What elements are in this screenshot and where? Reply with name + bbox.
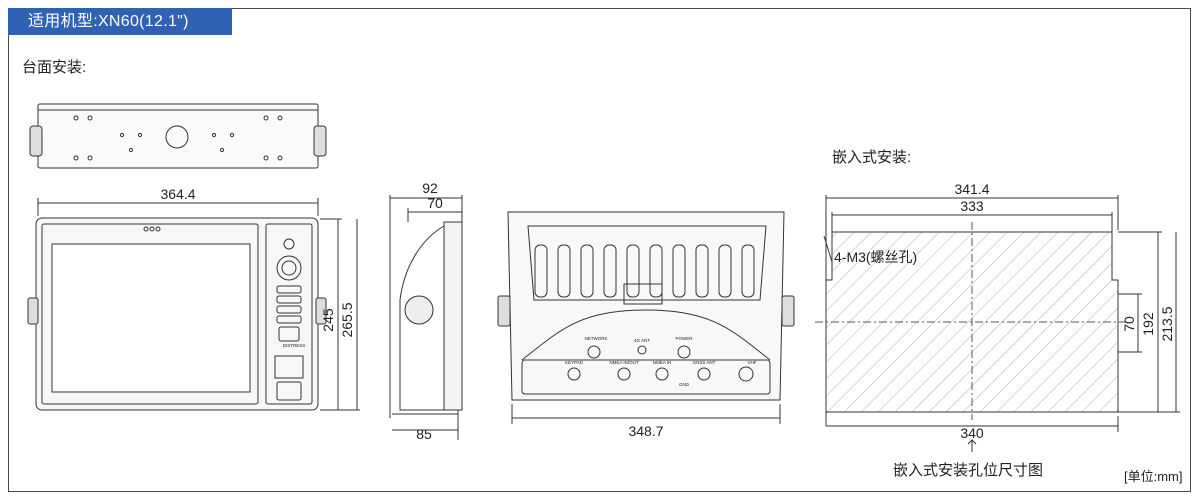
dim-front-height-inner: 245 [320,308,336,332]
top-view [29,103,327,169]
cutout-caption: 嵌入式安装孔位尺寸图 [893,462,1044,479]
port-network: NETWORK [585,336,608,341]
port-4g-ant: 4G ANT [634,338,650,343]
rear-view [497,211,795,424]
side-view [389,195,463,440]
port-power: POWER [675,336,693,341]
distress-button-label: DISTRESS [283,343,306,348]
dim-side-depth-total: 92 [422,180,438,196]
screw-holes-label: 4-M3(螺丝孔) [834,249,917,265]
dim-cutout-width-inner: 333 [960,198,984,214]
port-gnd: GND [679,382,690,387]
port-nmea-in: NMEA IN [653,360,672,365]
model-title-tab: 适用机型:XN60(12.1") [8,8,232,35]
front-view [27,198,360,411]
page-frame [8,8,1191,492]
unit-label: [单位:mm] [1124,469,1183,484]
cutout-view [815,195,1180,452]
dim-cutout-width-bottom: 340 [960,425,984,441]
dim-side-base: 85 [416,426,432,442]
dim-cutout-height-outer: 213.5 [1159,306,1175,341]
desktop-mount-heading: 台面安装: [22,59,87,76]
dim-rear-width: 348.7 [628,423,663,439]
dim-cutout-width-outer: 341.4 [954,181,989,197]
dim-front-height-outer: 265.5 [339,302,355,337]
dim-side-depth-inner: 70 [427,195,443,211]
dim-cutout-height-hole: 70 [1121,316,1137,332]
port-keypad: KEYPAD [565,360,584,365]
port-nmea-in-out: NMEA IN/OUT [609,360,639,365]
dim-cutout-height-inner: 192 [1140,312,1156,336]
dim-front-width: 364.4 [160,186,195,202]
flush-mount-heading: 嵌入式安装: [832,149,912,166]
port-gnss-ant: GNSS ANT [693,360,716,365]
port-vhf: VHF [748,360,757,365]
